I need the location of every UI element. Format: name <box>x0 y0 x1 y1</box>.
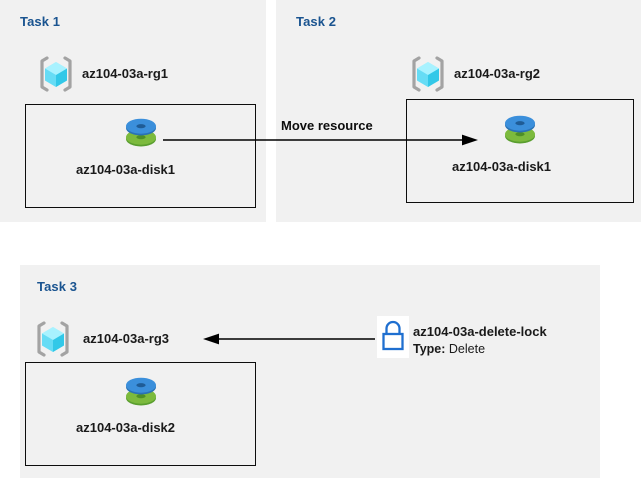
connector-move-resource-label: Move resource <box>281 118 373 133</box>
resource-group-cube-icon <box>36 54 76 94</box>
panel-task3-title: Task 3 <box>37 279 78 294</box>
padlock-icon <box>377 316 409 358</box>
resource-group-cube-icon <box>408 54 448 94</box>
lock-type-value: Delete <box>448 342 486 356</box>
panel-task1-title: Task 1 <box>20 14 61 29</box>
resource-label-task1-disk1: az104-03a-disk1 <box>76 162 176 177</box>
resource-group-label-rg1: az104-03a-rg1 <box>82 66 168 81</box>
managed-disk-icon <box>502 110 538 146</box>
lock-type-key: Type: <box>413 342 446 356</box>
resource-label-task3-disk2: az104-03a-disk2 <box>76 420 176 435</box>
managed-disk-icon <box>123 113 159 149</box>
resource-group-label-rg3: az104-03a-rg3 <box>83 331 169 346</box>
lock-name-label: az104-03a-delete-lock <box>413 324 547 339</box>
managed-disk-icon <box>123 372 159 408</box>
resource-group-label-rg2: az104-03a-rg2 <box>454 66 540 81</box>
resource-group-cube-icon <box>33 319 73 359</box>
connector-lock-to-rg3 <box>203 329 378 349</box>
resource-label-task2-disk1: az104-03a-disk1 <box>452 159 552 174</box>
panel-task2-title: Task 2 <box>296 14 337 29</box>
connector-move-resource <box>163 130 483 150</box>
lock-type-row: Type: Delete <box>413 342 485 356</box>
